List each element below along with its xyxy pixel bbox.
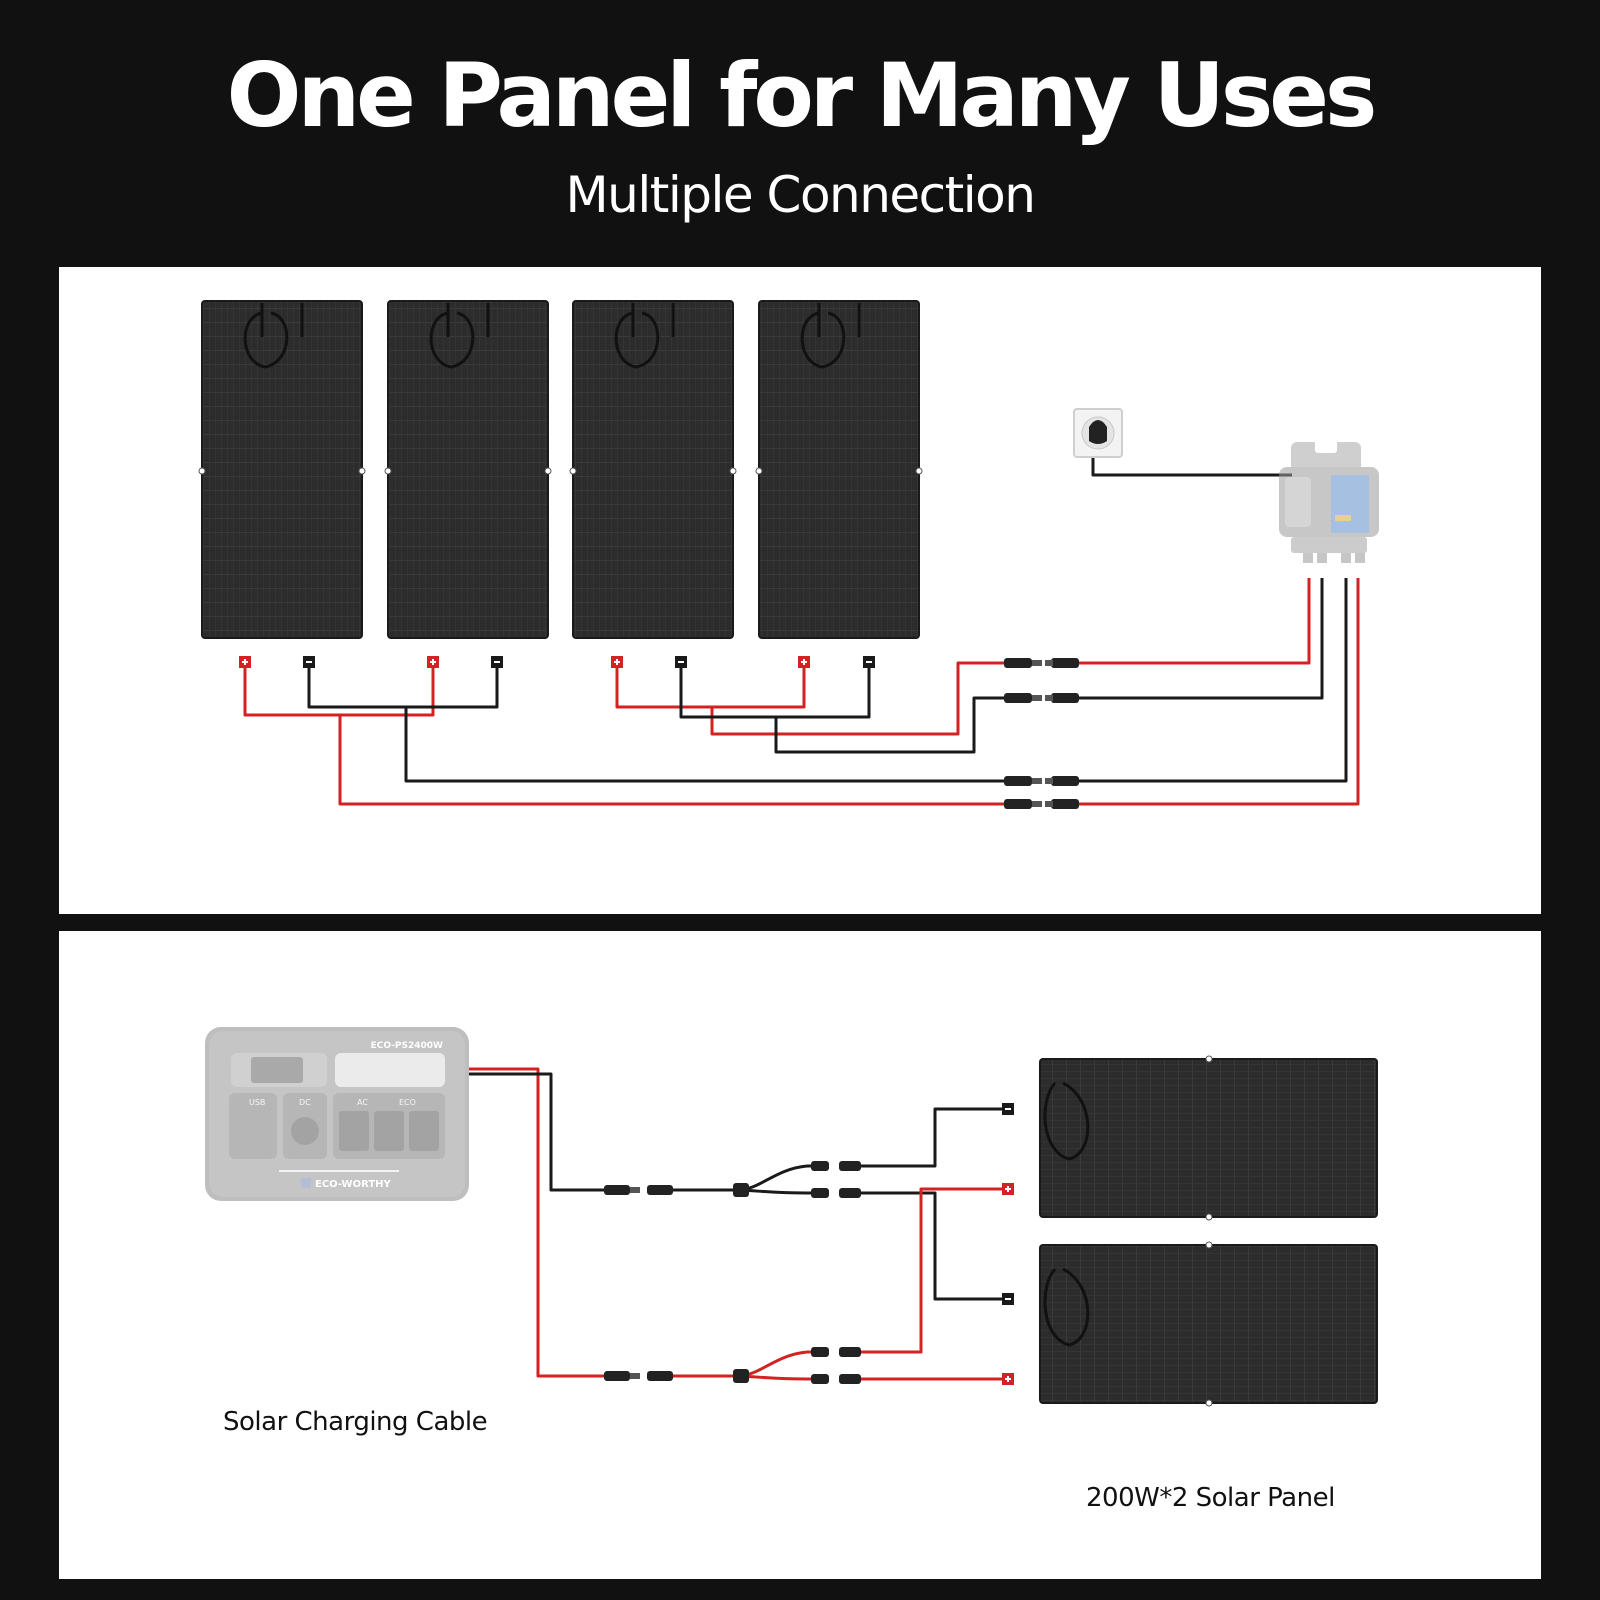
terminals-bottom [1002, 1103, 1014, 1385]
mc4-connector-icon [1004, 658, 1079, 668]
mc4-connector-icon [1004, 799, 1079, 809]
solar-panel-3 [569, 300, 737, 639]
mc4-connector-icon [1004, 693, 1079, 703]
positive-wire [615, 663, 806, 709]
mc4-connector-icon [1004, 776, 1079, 786]
negative-wire [1069, 578, 1348, 783]
negative-wire [859, 1107, 1003, 1168]
negative-wire [1069, 578, 1324, 700]
positive-wire [738, 1374, 817, 1381]
panel-caption: 200W*2 Solar Panel [1086, 1483, 1335, 1513]
wiring-bottom [469, 1067, 1003, 1381]
negative-terminal-icon [675, 656, 687, 668]
power-station: ECO-PS2400W ECO-WORTHY USB DC AC ECO [205, 1027, 469, 1201]
solar-panel-1 [198, 300, 366, 639]
negative-terminal-icon [863, 656, 875, 668]
mc4-connector-icon [811, 1188, 861, 1198]
wiring-top [243, 450, 1360, 806]
negative-wire [307, 663, 499, 709]
solar-panel-lower [1039, 1241, 1378, 1407]
negative-terminal-icon [1002, 1103, 1014, 1115]
positive-terminal-icon [611, 656, 623, 668]
power-station-brand-label: ECO-WORTHY [315, 1179, 392, 1190]
bottom-diagram-card: ECO-PS2400W ECO-WORTHY USB DC AC ECO [59, 931, 1541, 1579]
positive-wire [338, 715, 1007, 806]
negative-wire [738, 1188, 817, 1195]
ac-port-label: AC [357, 1098, 368, 1107]
negative-wire [679, 663, 871, 719]
positive-terminal-icon [1002, 1373, 1014, 1385]
positive-wire [710, 661, 1007, 736]
solar-panel-2 [384, 300, 552, 639]
top-diagram-card [59, 267, 1541, 914]
y-branch-connector-icon [733, 1369, 749, 1383]
solar-panel-upper [1039, 1055, 1378, 1221]
positive-wire [859, 1187, 1003, 1354]
positive-terminal-icon [1002, 1183, 1014, 1195]
positive-terminal-icon [239, 656, 251, 668]
negative-terminal-icon [491, 656, 503, 668]
wall-socket-icon [1073, 408, 1123, 458]
y-branch-connector-icon [733, 1183, 749, 1197]
ac-cable [1091, 450, 1292, 477]
solar-panel-4 [755, 300, 923, 639]
power-station-model-label: ECO-PS2400W [371, 1041, 443, 1051]
micro-inverter [1279, 439, 1379, 563]
negative-wire [404, 707, 1007, 783]
mc4-connector-icon [604, 1185, 673, 1195]
positive-wire [1069, 578, 1311, 665]
dc-port-label: DC [299, 1098, 311, 1107]
usb-port-label: USB [249, 1098, 265, 1107]
terminals-top [239, 656, 875, 668]
positive-wire [469, 1067, 607, 1378]
cable-caption: Solar Charging Cable [223, 1407, 488, 1437]
positive-terminal-icon [798, 656, 810, 668]
inverter-connection-diagram [198, 300, 1379, 809]
mc4-connectors-top [1004, 658, 1079, 809]
positive-wire [1069, 578, 1360, 806]
connectors-bottom [604, 1161, 861, 1384]
power-station-connection-diagram: ECO-PS2400W ECO-WORTHY USB DC AC ECO [205, 1027, 1378, 1407]
mc4-connector-icon [811, 1374, 861, 1384]
negative-wire [774, 696, 1007, 754]
positive-terminal-icon [427, 656, 439, 668]
negative-terminal-icon [1002, 1293, 1014, 1305]
mc4-connector-icon [811, 1161, 861, 1171]
negative-wire [469, 1072, 607, 1192]
page-subtitle: Multiple Connection [565, 166, 1036, 224]
mc4-connector-icon [811, 1347, 861, 1357]
negative-wire [859, 1191, 1003, 1301]
mc4-connector-icon [604, 1371, 673, 1381]
page-title: One Panel for Many Uses [226, 44, 1378, 147]
eco-port-label: ECO [399, 1098, 416, 1107]
negative-terminal-icon [303, 656, 315, 668]
